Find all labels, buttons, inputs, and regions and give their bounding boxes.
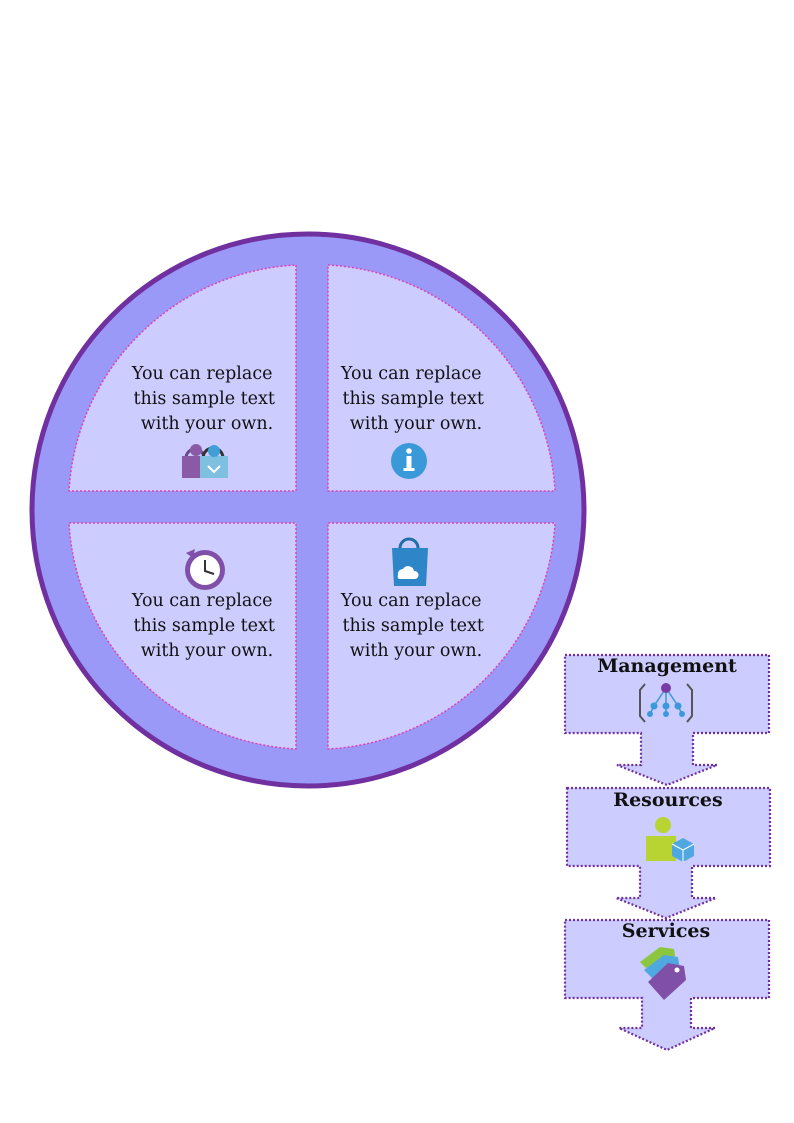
quadrant-top-right xyxy=(327,264,556,492)
flow-label-management: Management xyxy=(597,655,737,677)
quadrant-4-line-3: with your own. xyxy=(350,641,482,661)
flow-step-management: Management xyxy=(563,653,771,787)
clock-icon xyxy=(185,549,225,590)
quadrant-bottom-right xyxy=(327,522,556,750)
quadrant-1-line-1: You can replace xyxy=(131,364,273,384)
management-groups-icon xyxy=(639,683,693,723)
quadrant-2-text: You can replace this sample text with yo… xyxy=(340,364,490,434)
quadrant-1-line-2: this sample text xyxy=(133,389,274,409)
quadrant-2-line-3: with your own. xyxy=(350,414,482,434)
quadrant-3-text: You can replace this sample text with yo… xyxy=(131,591,281,661)
quadrant-4-line-1: You can replace xyxy=(340,591,482,611)
tags-icon xyxy=(640,947,686,1000)
flow-label-services: Services xyxy=(622,920,710,942)
quadrant-bottom-left xyxy=(68,522,297,750)
info-icon xyxy=(391,443,427,479)
quadrant-3-line-1: You can replace xyxy=(131,591,273,611)
resource-user-icon xyxy=(646,817,695,862)
flow-label-resources: Resources xyxy=(613,789,722,811)
quadrant-1-line-3: with your own. xyxy=(141,414,273,434)
users-lock-icon xyxy=(182,444,228,478)
quadrant-top-left xyxy=(68,264,297,492)
quadrant-3-line-3: with your own. xyxy=(141,641,273,661)
outer-circle xyxy=(29,231,587,789)
shopping-bag-cloud-icon xyxy=(392,537,428,586)
quadrant-2-line-2: this sample text xyxy=(342,389,483,409)
quadrant-4-line-2: this sample text xyxy=(342,616,483,636)
quadrant-3-line-2: this sample text xyxy=(133,616,274,636)
quadrant-4-text: You can replace this sample text with yo… xyxy=(340,591,490,661)
quadrant-1-text: You can replace this sample text with yo… xyxy=(131,364,281,434)
quadrant-2-line-1: You can replace xyxy=(340,364,482,384)
